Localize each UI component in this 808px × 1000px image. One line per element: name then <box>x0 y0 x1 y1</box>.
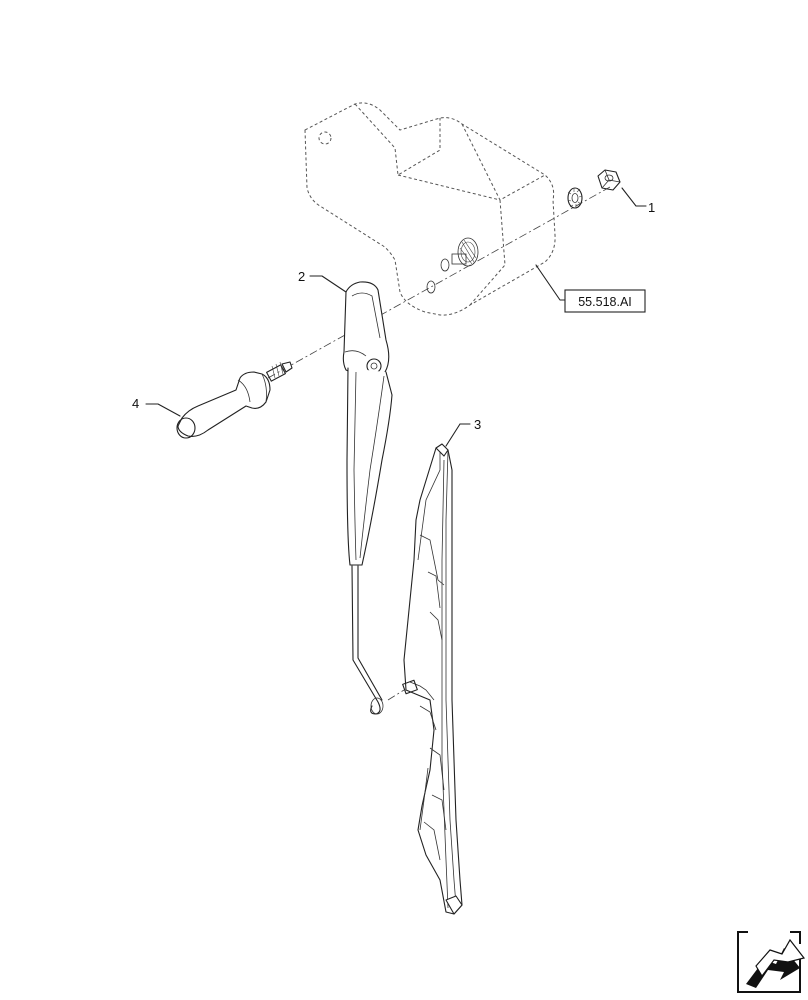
reference-box[interactable]: 55.518.AI <box>564 289 646 313</box>
callout-3: 3 <box>474 417 481 432</box>
leader-lines <box>145 187 647 447</box>
reference-label: 55.518.AI <box>578 295 632 309</box>
wiper-arm-icon <box>342 281 393 715</box>
wiper-motor-phantom-icon <box>304 102 556 316</box>
callout-4: 4 <box>132 396 139 411</box>
callout-2: 2 <box>298 269 305 284</box>
wiper-blade-icon <box>387 443 463 915</box>
next-page-arrow-icon[interactable] <box>737 931 806 993</box>
assembly-axis <box>267 186 611 379</box>
lock-washer-icon <box>567 187 583 209</box>
hex-nut-icon <box>597 169 621 191</box>
callout-1: 1 <box>648 200 655 215</box>
arm-cover-cap-icon <box>176 361 293 439</box>
